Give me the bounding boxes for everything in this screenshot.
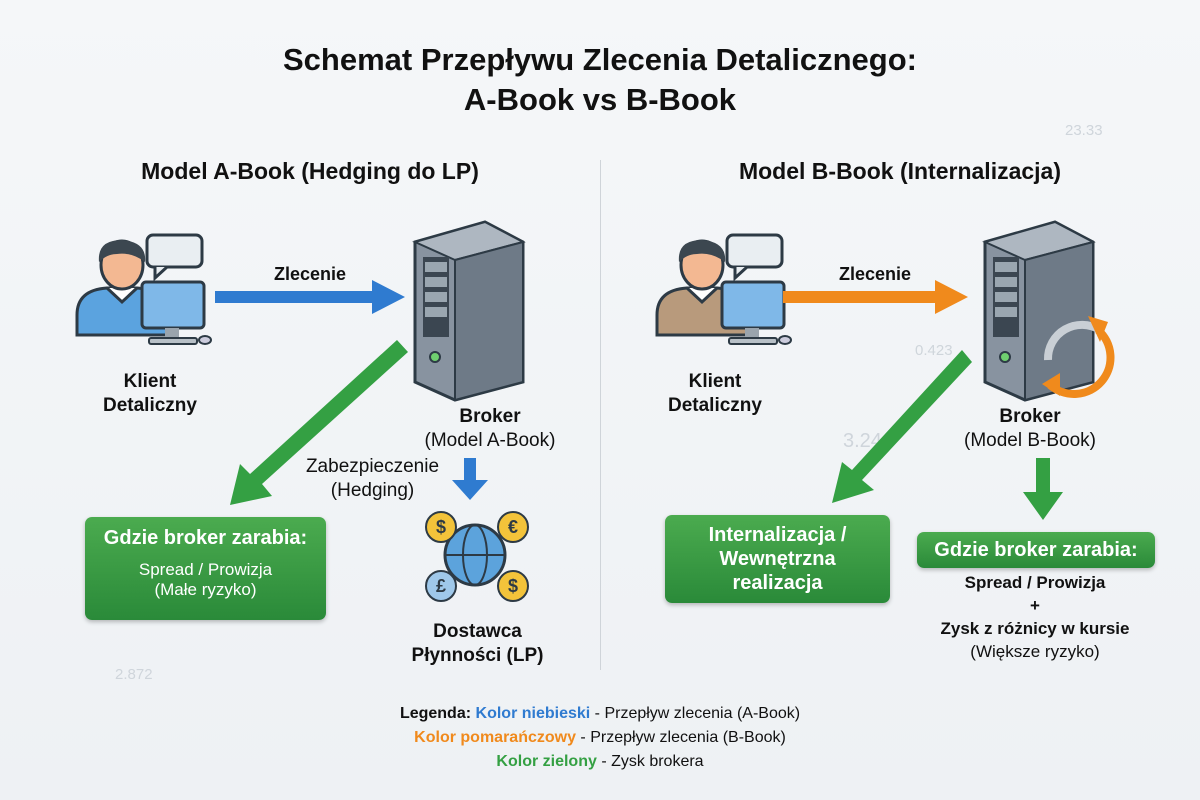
b-profit-details: Spread / Prowizja + Zysk z różnicy w kur… xyxy=(940,573,1130,661)
a-hedge-label: Zabezpieczenie(Hedging) xyxy=(305,456,440,501)
svg-text:£: £ xyxy=(436,576,446,596)
b-order-label: Zlecenie xyxy=(838,264,912,284)
svg-text:€: € xyxy=(508,517,518,537)
page-title: Schemat Przepływu Zlecenia Detalicznego:… xyxy=(283,42,917,117)
b-profit-box: Gdzie broker zarabia: xyxy=(917,532,1155,568)
legend: Legenda: Kolor niebieski - Przepływ zlec… xyxy=(399,705,801,770)
a-profit-box: Gdzie broker zarabia: Spread / Prowizja … xyxy=(85,517,326,620)
divider xyxy=(600,160,601,670)
b-book-header: Model B-Book (Internalizacja) xyxy=(738,158,1062,184)
svg-text:$: $ xyxy=(436,517,446,537)
refresh-icon xyxy=(1043,320,1115,398)
a-order-label: Zlecenie xyxy=(273,264,347,284)
a-book-header: Model A-Book (Hedging do LP) xyxy=(141,158,479,184)
bg-number: 3.24 xyxy=(843,430,882,452)
svg-text:$: $ xyxy=(508,576,518,596)
bg-number: 23.33 xyxy=(1065,122,1103,139)
b-broker-label: Broker(Model B-Book) xyxy=(964,406,1096,451)
a-broker-label: Broker(Model A-Book) xyxy=(424,406,556,451)
bg-number: 2.872 xyxy=(115,666,153,683)
bg-number: 0.423 xyxy=(915,342,953,359)
